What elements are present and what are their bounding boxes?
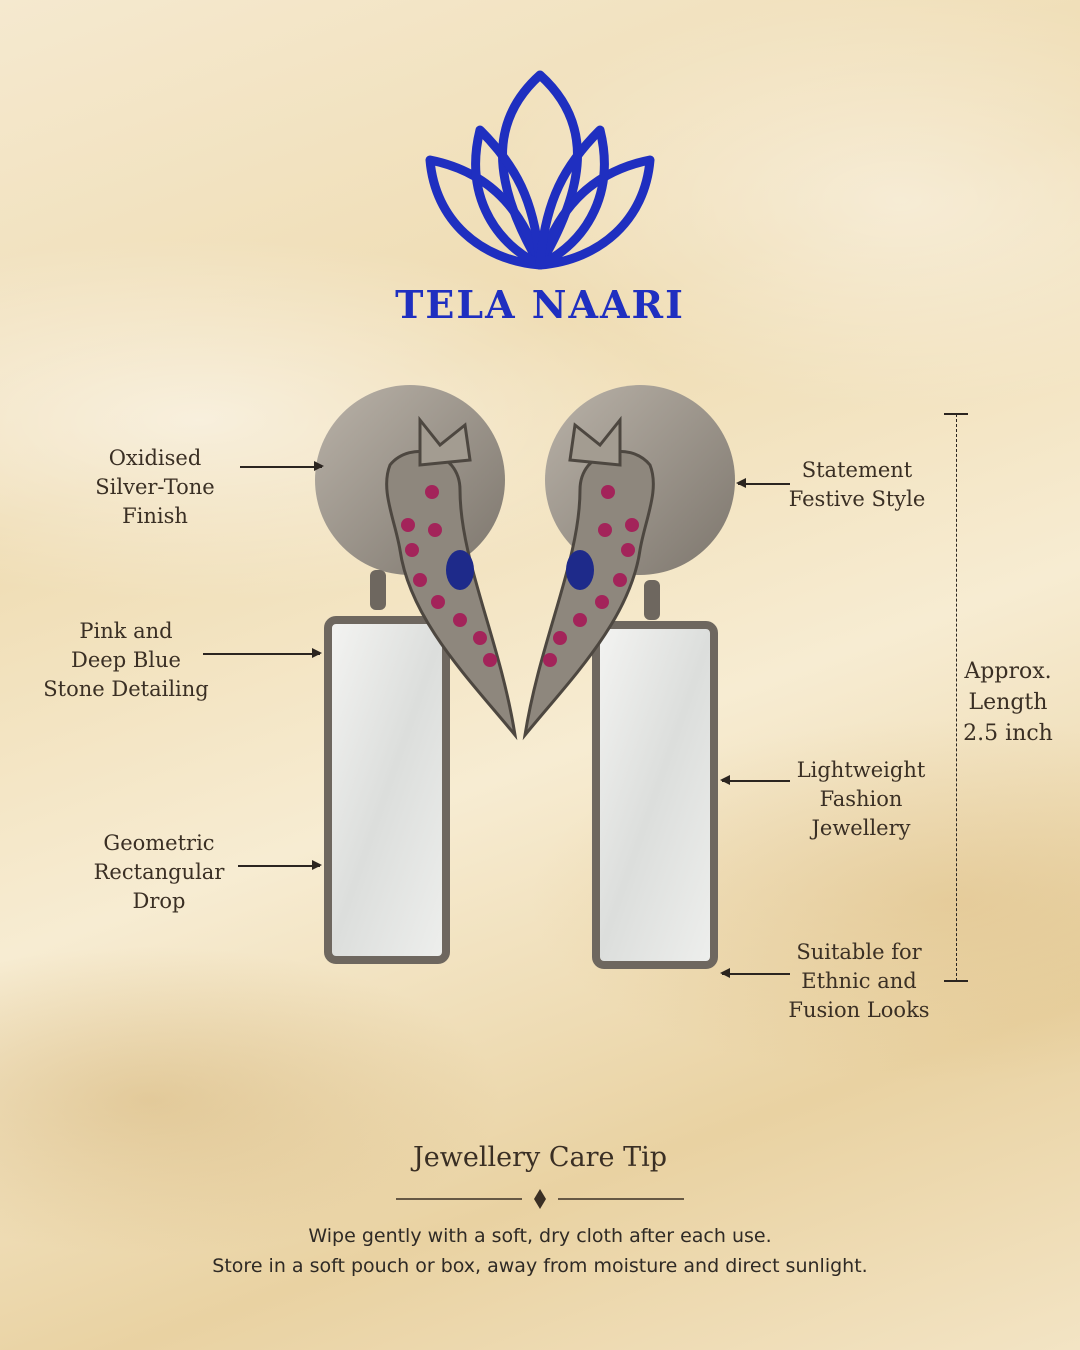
callout-finish: Oxidised Silver-Tone Finish — [95, 446, 215, 528]
callout-style: Statement Festive Style — [788, 458, 926, 511]
dimension-label: Approx. Length 2.5 inch — [963, 659, 1053, 746]
callout-looks: Suitable for Ethnic and Fusion Looks — [788, 940, 930, 1022]
callout-weight: Lightweight Fashion Jewellery — [796, 758, 926, 840]
arrow-looks — [720, 969, 790, 977]
arrow-stones — [203, 649, 322, 657]
brand-name: Tela Naari — [395, 282, 685, 327]
dimension-bottom-tick — [944, 980, 968, 982]
ornament-divider-icon — [396, 1189, 684, 1209]
arrow-drop — [238, 861, 322, 869]
earrings-product-image — [315, 385, 735, 969]
left-peacock — [385, 449, 518, 741]
lotus-logo-icon — [425, 70, 655, 270]
callout-drop: Geometric Rectangular Drop — [93, 831, 225, 913]
left-drop-stone — [324, 616, 450, 964]
right-drop-stone — [592, 621, 718, 969]
dimension-top-tick — [944, 413, 968, 415]
arrow-style — [736, 479, 790, 487]
right-peacock — [522, 449, 655, 741]
care-line-1: Wipe gently with a soft, dry cloth after… — [308, 1225, 772, 1247]
dimension-line — [956, 414, 957, 981]
arrow-weight — [720, 776, 790, 784]
arrow-finish — [240, 462, 324, 470]
callout-stones: Pink and Deep Blue Stone Detailing — [43, 619, 209, 701]
care-line-2: Store in a soft pouch or box, away from … — [212, 1255, 868, 1277]
care-title: Jewellery Care Tip — [412, 1142, 668, 1173]
